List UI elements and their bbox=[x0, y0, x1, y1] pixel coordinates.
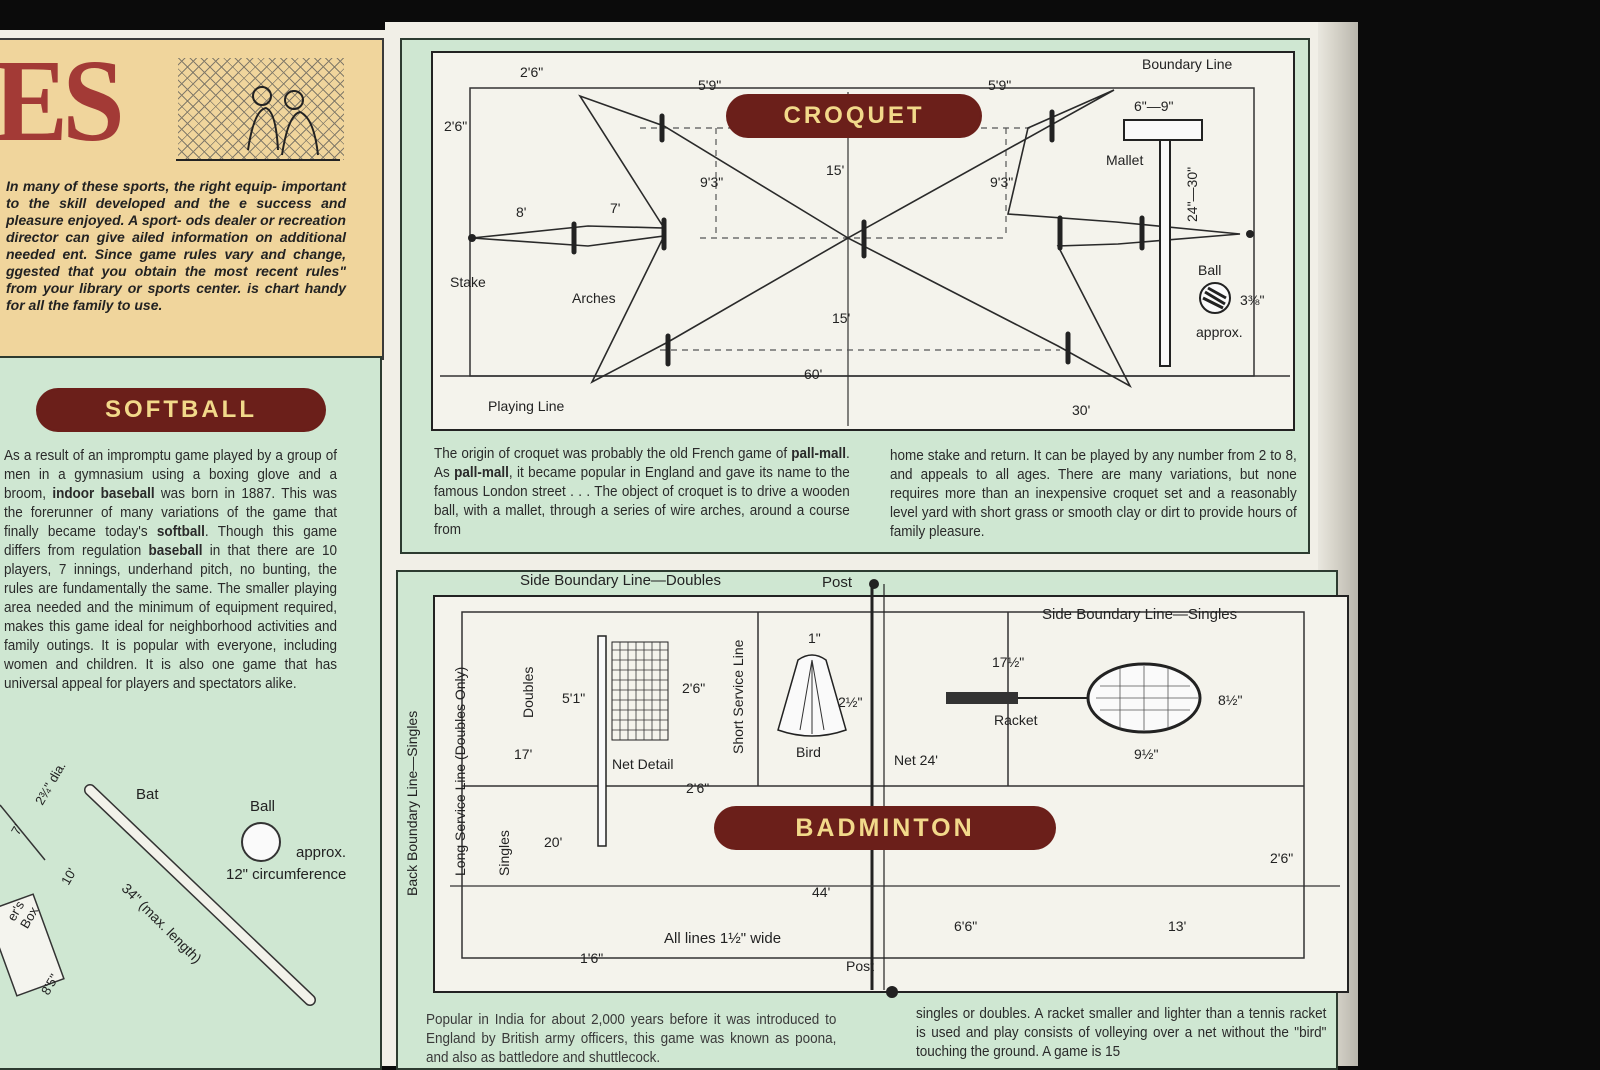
croquet-text-right: home stake and return. It can be played … bbox=[890, 447, 1297, 540]
badminton-side-singles: Side Boundary Line—Singles bbox=[1042, 606, 1238, 623]
croquet-boundary-line: Boundary Line bbox=[1142, 56, 1233, 72]
croquet-dim-2-6-top: 2'6" bbox=[520, 64, 544, 80]
badminton-short-service: Short Service Line bbox=[730, 639, 746, 754]
croquet-ball-size: 3⅜" bbox=[1240, 292, 1265, 308]
badminton-doubles-label: Doubles bbox=[520, 666, 536, 718]
croquet-dim-60: 60' bbox=[804, 366, 823, 382]
croquet-dim-15-top: 15' bbox=[826, 162, 845, 178]
badminton-dim-17: 17' bbox=[514, 746, 533, 762]
badminton-dim-8-5: 8½" bbox=[1218, 692, 1243, 708]
badminton-dim-5-1: 5'1" bbox=[562, 690, 586, 706]
badminton-net-detail: Net Detail bbox=[612, 756, 674, 772]
badminton-long-service: Long Service Line (Doubles Only) bbox=[452, 666, 468, 876]
badminton-dim-20: 20' bbox=[544, 834, 563, 850]
badminton-dim-2-6-right: 2'6" bbox=[1270, 850, 1294, 866]
page-title-fragment: ES bbox=[0, 35, 125, 166]
croquet-mallet-label: Mallet bbox=[1106, 152, 1144, 168]
ball-circumference-label: 12" circumference bbox=[226, 866, 347, 883]
croquet-stake-label: Stake bbox=[450, 274, 486, 290]
badminton-dim-1-6: 1'6" bbox=[580, 950, 604, 966]
croquet-dim-9-3-left: 9'3" bbox=[700, 174, 724, 190]
croquet-playing-line: Playing Line bbox=[488, 398, 565, 414]
croquet-dim-7: 7' bbox=[610, 200, 621, 216]
croquet-dim-15-bottom: 15' bbox=[832, 310, 851, 326]
softball-panel bbox=[0, 356, 382, 1070]
badminton-dim-2-6-mid: 2'6" bbox=[686, 780, 710, 796]
badminton-dim-17-5: 17½" bbox=[992, 654, 1025, 670]
badminton-text-right: singles or doubles. A racket smaller and… bbox=[916, 1005, 1327, 1060]
badminton-side-doubles: Side Boundary Line—Doubles bbox=[520, 572, 721, 589]
croquet-dim-5-9-right: 5'9" bbox=[988, 77, 1012, 93]
badminton-back-boundary: Back Boundary Line—Singles bbox=[404, 710, 420, 896]
badminton-dim-2-6-net: 2'6" bbox=[682, 680, 706, 696]
croquet-title: CROQUET bbox=[728, 96, 980, 136]
badminton-bird-label: Bird bbox=[796, 744, 821, 760]
croquet-dim-9-3-right: 9'3" bbox=[990, 174, 1014, 190]
croquet-ball-approx: approx. bbox=[1196, 324, 1243, 340]
croquet-text-left: The origin of croquet was probably the o… bbox=[434, 445, 850, 538]
softball-text: As a result of an impromptu game played … bbox=[4, 447, 338, 692]
ball-approx-label: approx. bbox=[296, 844, 347, 861]
softball-diagram bbox=[0, 784, 316, 1006]
intro-text: In many of these sports, the right equip… bbox=[6, 178, 346, 313]
croquet-ball-label: Ball bbox=[1198, 262, 1222, 278]
croquet-dim-30: 30' bbox=[1072, 402, 1091, 418]
badminton-post-bottom: Post bbox=[846, 958, 875, 974]
children-illustration bbox=[176, 86, 340, 161]
badminton-dim-9-5: 9½" bbox=[1134, 746, 1159, 762]
badminton-dim-13: 13' bbox=[1168, 918, 1187, 934]
badminton-all-lines: All lines 1½" wide bbox=[664, 930, 782, 947]
badminton-dim-2-5: 2½" bbox=[838, 694, 863, 710]
croquet-mallet-head-dim: 6"—9" bbox=[1134, 98, 1174, 114]
croquet-dim-8: 8' bbox=[516, 204, 527, 220]
bat-label: Bat bbox=[136, 786, 159, 803]
badminton-text-left: Popular in India for about 2,000 years b… bbox=[426, 1011, 837, 1066]
badminton-title: BADMINTON bbox=[716, 808, 1054, 848]
ball-label: Ball bbox=[250, 798, 276, 815]
croquet-dim-2-6-left: 2'6" bbox=[444, 118, 468, 134]
badminton-singles-label: Singles bbox=[496, 830, 512, 876]
softball-title: SOFTBALL bbox=[38, 390, 324, 430]
badminton-bird-1in: 1" bbox=[808, 630, 821, 646]
croquet-arches-label: Arches bbox=[572, 290, 616, 306]
badminton-post-top: Post bbox=[822, 574, 853, 591]
badminton-net-24: Net 24' bbox=[894, 752, 938, 768]
badminton-dim-6-6: 6'6" bbox=[954, 918, 978, 934]
badminton-racket-label: Racket bbox=[994, 712, 1038, 728]
badminton-dim-44: 44' bbox=[812, 884, 831, 900]
croquet-dim-5-9-left: 5'9" bbox=[698, 77, 722, 93]
